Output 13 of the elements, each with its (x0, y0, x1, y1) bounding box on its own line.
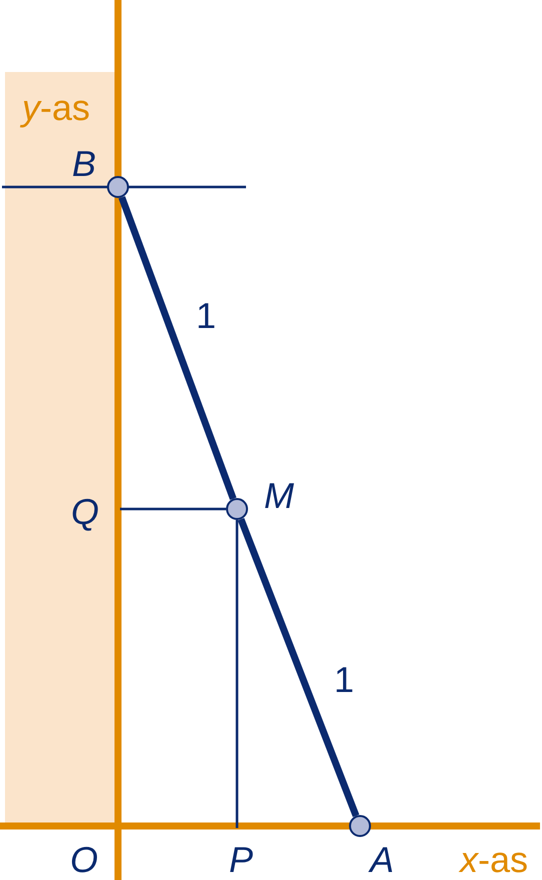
point-label: M (264, 478, 294, 514)
origin-label: O (70, 842, 98, 878)
axis-label: x-as (460, 842, 528, 878)
axis-label: y-as (22, 90, 90, 126)
point-label: P (229, 842, 254, 878)
line-segment (120, 508, 226, 510)
point-label: B (72, 146, 96, 182)
length-label: 1 (334, 662, 354, 698)
point-label: A (370, 842, 394, 878)
line-segment (238, 518, 360, 818)
point-label: Q (71, 494, 100, 530)
line-segment (236, 520, 238, 828)
length-label: 1 (196, 298, 216, 334)
